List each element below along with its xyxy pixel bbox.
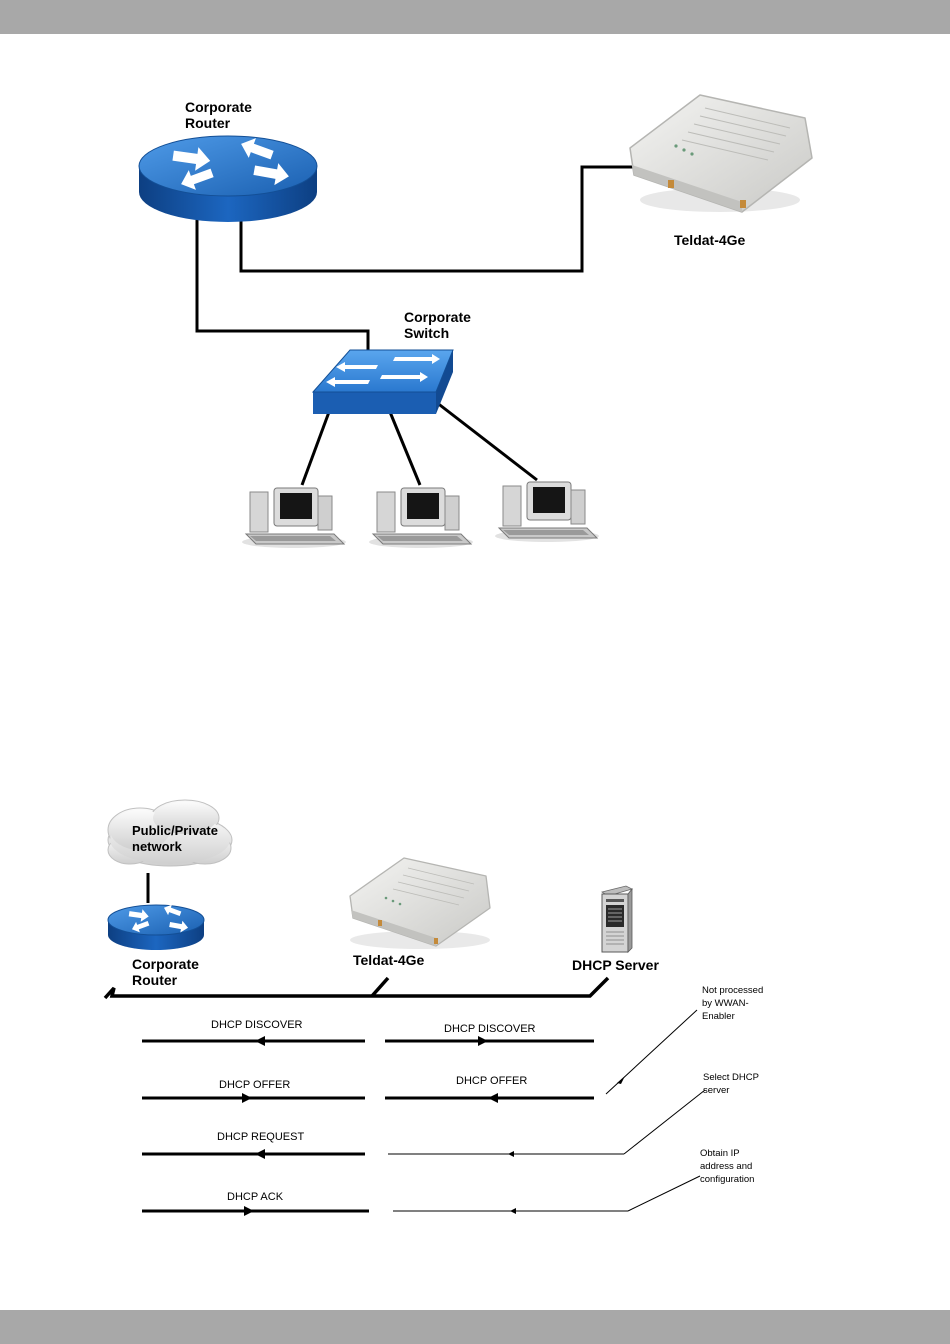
message-lines xyxy=(142,1041,628,1211)
msg-ack: DHCP ACK xyxy=(227,1191,284,1203)
arrow-right xyxy=(478,1036,488,1046)
corporate-router-icon xyxy=(139,134,317,222)
switch-pc1-link xyxy=(302,412,329,485)
workstation-icon xyxy=(369,488,473,548)
dhcp-server-icon xyxy=(602,886,632,952)
annotation-lines xyxy=(606,1010,705,1211)
msg-discover-left: DHCP DISCOVER xyxy=(211,1019,303,1031)
arrow-left xyxy=(508,1151,514,1157)
router2-label: Corporate Router xyxy=(132,956,203,988)
msg-request: DHCP REQUEST xyxy=(217,1131,304,1143)
workstation-icon xyxy=(242,488,346,548)
switch-label: Corporate Switch xyxy=(404,309,475,341)
msg-offer-right: DHCP OFFER xyxy=(456,1075,527,1087)
message-arrowheads xyxy=(242,1036,516,1216)
corporate-switch-icon xyxy=(313,350,453,414)
note-obtain-ip: Obtain IP address and configuration xyxy=(700,1148,755,1185)
router-label: Corporate Router xyxy=(185,99,256,131)
switch-pc2-link xyxy=(390,412,420,485)
arrow-left xyxy=(488,1093,498,1103)
arrow-left xyxy=(255,1149,265,1159)
msg-discover-right: DHCP DISCOVER xyxy=(444,1023,536,1035)
arrow-right xyxy=(244,1206,254,1216)
teldat-label: Teldat-4Ge xyxy=(674,232,746,248)
msg-offer-left: DHCP OFFER xyxy=(219,1079,290,1091)
workstation-icon xyxy=(495,482,599,542)
arrow-right xyxy=(242,1093,252,1103)
corporate-router-icon-small xyxy=(108,902,204,950)
arrow-left xyxy=(510,1208,516,1214)
arrow-left xyxy=(255,1036,265,1046)
teldat2-label: Teldat-4Ge xyxy=(353,952,425,968)
router-switch-link xyxy=(197,220,368,352)
switch-pc3-link xyxy=(436,402,537,480)
note-select-server: Select DHCP server xyxy=(703,1072,761,1096)
teldat-device-icon-small xyxy=(350,858,490,949)
dhcp-server-label: DHCP Server xyxy=(572,957,659,973)
lan-bus xyxy=(105,978,608,998)
note-not-processed: Not processed by WWAN- Enabler xyxy=(702,985,766,1022)
teldat-device-icon xyxy=(630,95,812,212)
